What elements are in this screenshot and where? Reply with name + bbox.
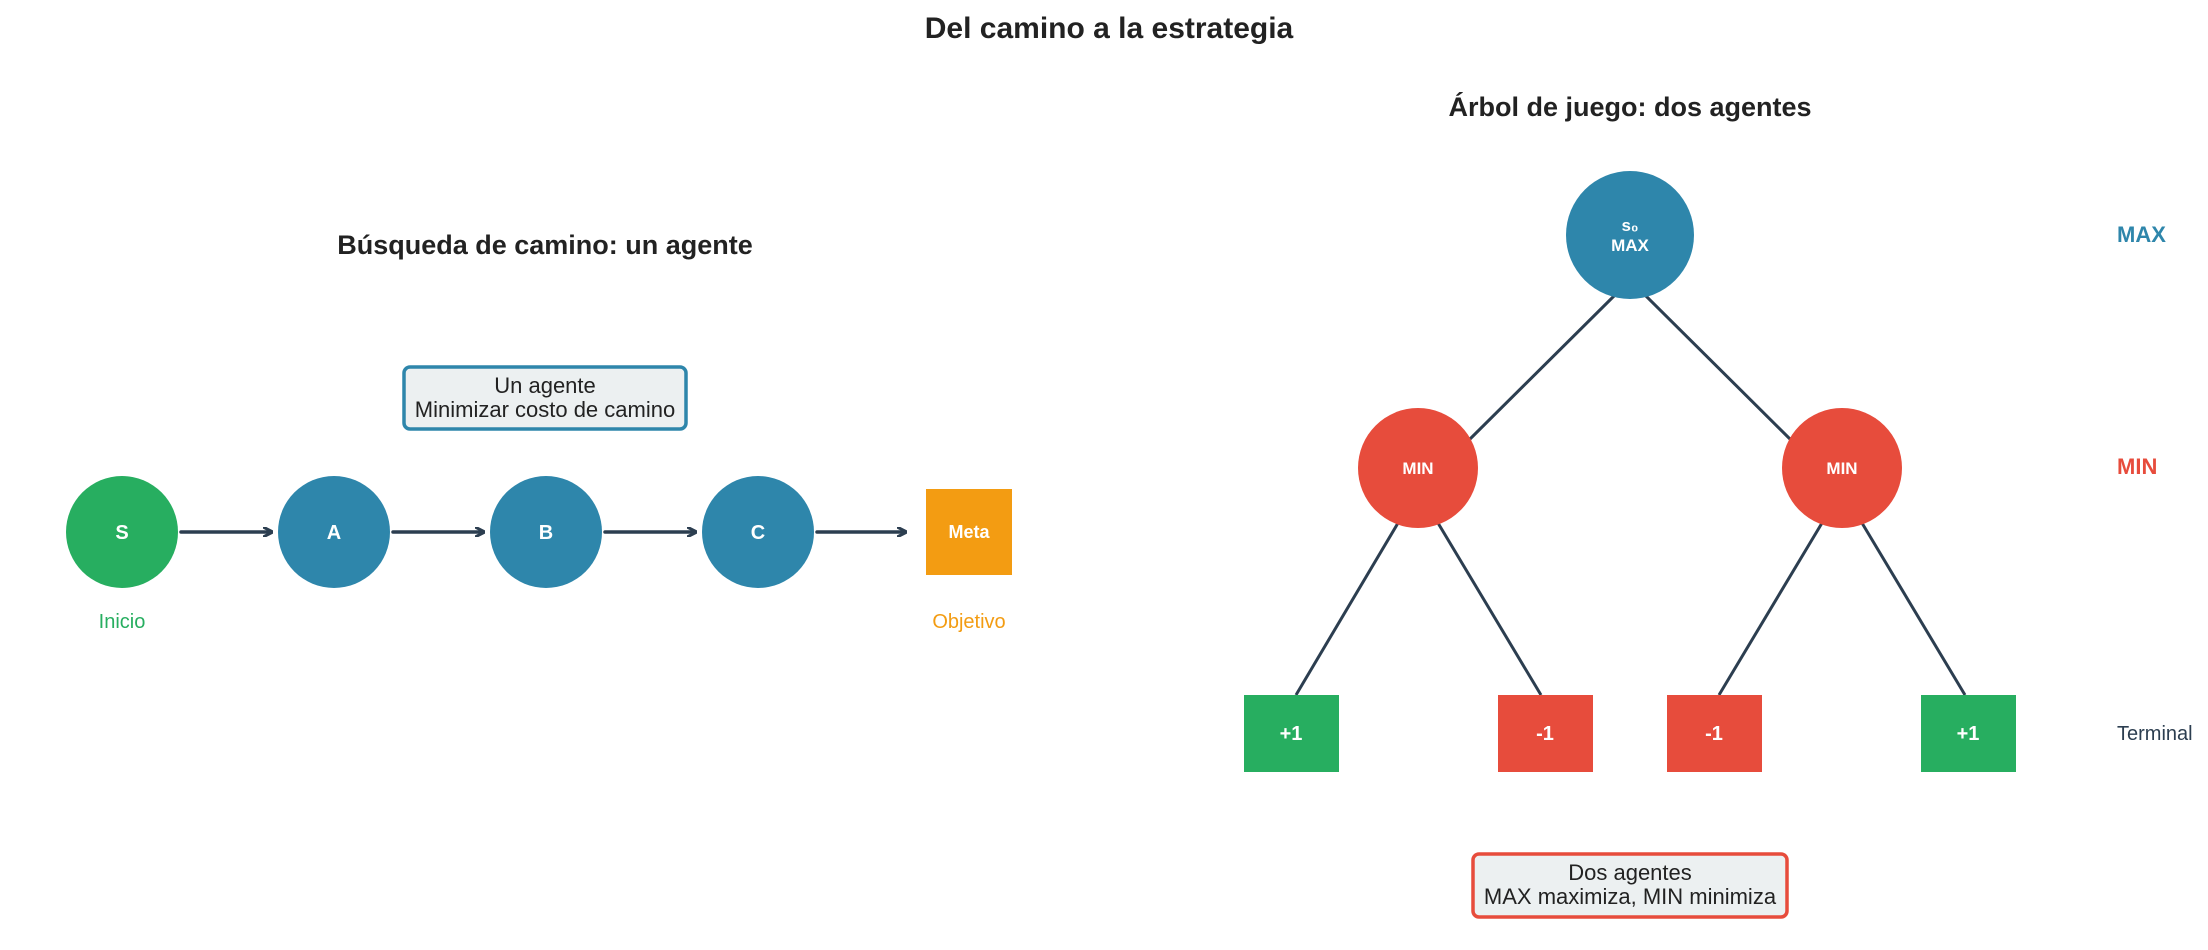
path-search-title: Búsqueda de camino: un agente [337, 230, 753, 260]
two-agent-box-line2: MAX maximiza, MIN minimiza [1484, 884, 1777, 909]
start-node-circle [66, 476, 178, 588]
path-search-panel: Búsqueda de camino: un agente Un agente … [66, 230, 1012, 633]
single-agent-box-line1: Un agente [494, 373, 596, 398]
single-agent-box-frame [402, 365, 688, 431]
terminal-node-box [1498, 695, 1593, 772]
min-node-circle [1782, 408, 1902, 528]
two-agent-box-frame [1471, 852, 1789, 919]
tree-edge-min-left-term1 [1294, 522, 1400, 696]
tree-edge-root-min-left [1466, 294, 1616, 443]
goal-node-label: Meta [948, 522, 990, 542]
tree-edge-min-left-term2 [1436, 522, 1543, 696]
diagram-title: Del camino a la estrategia [925, 12, 1294, 45]
terminal-node-2: -1 [1498, 695, 1593, 772]
max-root-state-label: s₀ [1621, 216, 1638, 235]
path-node-label: S [115, 522, 128, 544]
tree-edge-root-min-right [1644, 294, 1794, 443]
min-node-right: MIN [1782, 408, 1902, 528]
tree-edge-min-right-term3 [1717, 522, 1824, 696]
single-agent-info-box: Un agente Minimizar costo de camino [402, 365, 688, 431]
terminal-node-4: +1 [1921, 695, 2016, 772]
max-root-circle [1566, 171, 1694, 299]
tree-edge-min-right-term4 [1860, 522, 1967, 696]
game-tree-title: Árbol de juego: dos agentes [1448, 91, 1811, 122]
min-node-label: MIN [1402, 459, 1433, 478]
path-node-s: S [66, 476, 178, 588]
terminal-node-box [1921, 695, 2016, 772]
level-label-terminal: Terminal [2117, 723, 2193, 745]
goal-node: Meta [926, 489, 1012, 575]
terminal-node-box [1244, 695, 1339, 772]
path-node-a: A [278, 476, 390, 588]
min-node-label: MIN [1826, 459, 1857, 478]
goal-node-square [926, 489, 1012, 575]
terminal-value: +1 [1280, 723, 1303, 745]
max-root-player-label: MAX [1611, 236, 1649, 255]
start-caption: Inicio [99, 611, 146, 633]
terminal-node-1: +1 [1244, 695, 1339, 772]
path-node-label: C [751, 522, 765, 544]
path-node-label: A [327, 522, 341, 544]
terminal-value: -1 [1705, 723, 1723, 745]
two-agent-box-line1: Dos agentes [1568, 860, 1692, 885]
terminal-value: +1 [1957, 723, 1980, 745]
terminal-node-box [1667, 695, 1762, 772]
level-label-min: MIN [2117, 454, 2157, 479]
terminal-node-3: -1 [1667, 695, 1762, 772]
game-tree-panel: Árbol de juego: dos agentes s₀ MAX MIN M… [1244, 91, 2193, 919]
min-node-circle [1358, 408, 1478, 528]
path-node-circle [278, 476, 390, 588]
two-agent-info-box: Dos agentes MAX maximiza, MIN minimiza [1471, 852, 1789, 919]
single-agent-box-line2: Minimizar costo de camino [415, 397, 675, 422]
min-node-left: MIN [1358, 408, 1478, 528]
path-node-b: B [490, 476, 602, 588]
terminal-value: -1 [1536, 723, 1554, 745]
max-root-node: s₀ MAX [1566, 171, 1694, 299]
path-node-label: B [539, 522, 553, 544]
level-label-max: MAX [2117, 222, 2166, 247]
path-node-circle [702, 476, 814, 588]
goal-caption: Objetivo [932, 611, 1005, 633]
path-node-c: C [702, 476, 814, 588]
path-node-circle [490, 476, 602, 588]
